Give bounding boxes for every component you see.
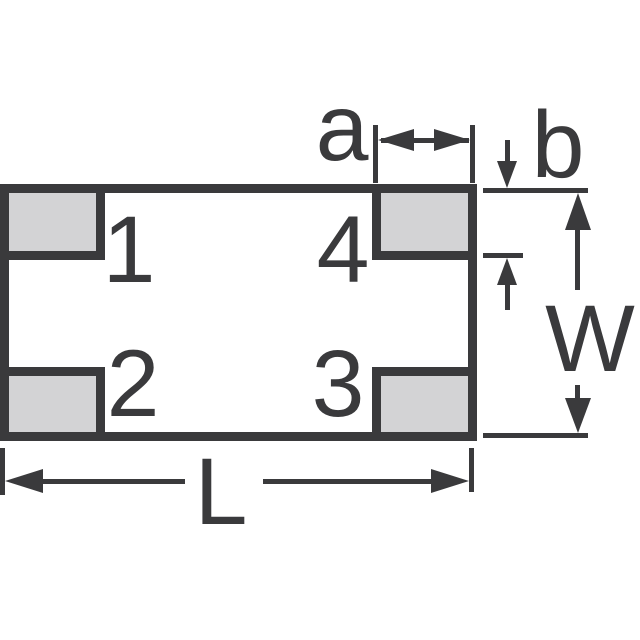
ext-line-body-top: [483, 188, 588, 193]
dim-a-ext-line-right: [470, 125, 475, 183]
dim-w-arrowhead-top: [565, 193, 591, 230]
pad-1: [0, 184, 105, 260]
dim-l-ext-line-left: [0, 448, 5, 495]
pin-2-label: 2: [106, 331, 160, 437]
dim-w-arrowhead-bottom: [565, 398, 591, 433]
pad-4: [372, 184, 477, 260]
dim-l-arrowhead-left: [5, 469, 43, 493]
pad-2: [0, 367, 105, 441]
dim-b-arrowhead-up: [497, 258, 517, 285]
dim-w-label: W: [545, 286, 635, 392]
dim-a-ext-line-left: [373, 125, 378, 183]
dim-l-shaft-left: [40, 479, 185, 484]
dim-a-label: a: [315, 75, 369, 181]
dim-b-arrow-down-shaft: [505, 140, 510, 168]
dim-b-ext-line-pad-bottom: [483, 253, 523, 258]
dim-l-arrowhead-right: [431, 469, 469, 493]
dim-w-shaft-bottom: [575, 385, 580, 401]
dim-b-label: b: [531, 92, 585, 198]
pin-4-label: 4: [316, 197, 370, 303]
dim-a-arrowhead-right: [434, 129, 470, 151]
pin-1-label: 1: [102, 197, 156, 303]
dim-a-shaft: [381, 138, 469, 143]
dim-b-arrowhead-down: [497, 161, 517, 188]
dim-l-label: L: [194, 439, 248, 545]
pad-3: [372, 367, 477, 441]
dim-b-arrow-up-shaft: [505, 283, 510, 310]
dim-a-arrowhead-left: [378, 129, 414, 151]
pin-3-label: 3: [311, 331, 365, 437]
ext-line-body-bottom: [483, 433, 588, 438]
dim-l-ext-line-right: [469, 448, 474, 492]
dim-l-shaft-right: [263, 479, 431, 484]
dim-w-shaft-top: [575, 228, 580, 290]
